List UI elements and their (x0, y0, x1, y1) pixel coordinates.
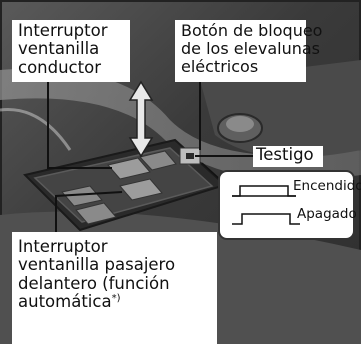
indicator-label: Testigo (253, 145, 323, 167)
passenger-label-line-1: Interruptor (18, 237, 108, 256)
lock-label-line-3: eléctricos (181, 56, 259, 76)
footnote-mark: *) (111, 293, 121, 305)
inset-diagram (232, 185, 300, 225)
rear-right-window-switch (75, 202, 117, 225)
passenger-window-switch (119, 178, 163, 201)
leader-passenger-switch (55, 191, 123, 232)
lock-label-line-1: Botón de bloqueo (181, 21, 323, 40)
passenger-window-switch-label: Interruptor ventanilla pasajero delanter… (12, 232, 217, 344)
lock-label-line-2: de los elevalunas (181, 38, 321, 58)
rear-left-window-switch (61, 185, 103, 207)
mirror-control-knob-top (226, 116, 254, 132)
leader-driver-switch (47, 82, 112, 169)
driver-label-line-1: Interruptor (18, 21, 108, 40)
indicator-state-inset: Encendido Apagado (218, 170, 361, 240)
passenger-label-line-4: automática*) (18, 293, 217, 311)
on-state-symbol (232, 185, 296, 197)
door-trim-upper (0, 68, 361, 181)
up-down-arrow (128, 80, 154, 158)
driver-window-switch (107, 157, 151, 180)
driver-window-switch-label: Interruptor ventanilla conductor (12, 20, 130, 82)
on-state-label: Encendido (293, 178, 361, 194)
indicator-label-text: Testigo (256, 145, 314, 164)
lock-button-label: Botón de bloqueo de los elevalunas eléct… (175, 20, 323, 82)
driver-window-switch-2 (139, 150, 177, 171)
off-state-label: Apagado (297, 206, 357, 222)
passenger-label-line-4-text: automática (18, 292, 112, 312)
driver-label-line-3: conductor (18, 57, 101, 77)
passenger-label-line-2: ventanilla pasajero (18, 255, 176, 275)
door-shine (0, 108, 72, 151)
driver-label-line-2: ventanilla (18, 39, 100, 59)
passenger-label-line-3: delantero (función (18, 273, 170, 293)
lock-indicator-led (186, 153, 194, 159)
off-state-symbol (232, 213, 300, 225)
